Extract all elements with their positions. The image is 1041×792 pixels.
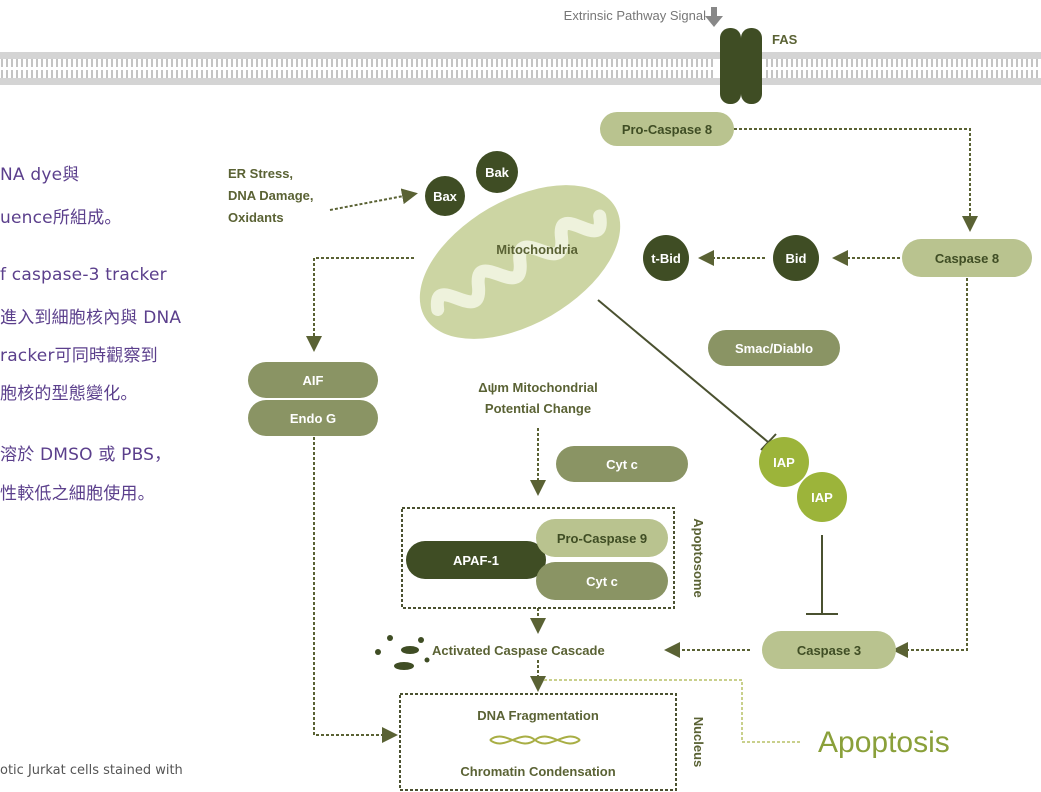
iap-label-1: IAP xyxy=(773,455,795,470)
chromatin-condensation-label: Chromatin Condensation xyxy=(460,764,615,779)
left-text-line-2: uence所組成。 xyxy=(0,208,122,228)
pro-caspase-9-label: Pro-Caspase 9 xyxy=(557,531,647,546)
activated-caspase-cascade-label: Activated Caspase Cascade xyxy=(432,643,605,658)
mitochondria-label: Mitochondria xyxy=(496,242,578,257)
figure-caption: otic Jurkat cells stained with xyxy=(0,763,183,778)
left-text-line-3: f caspase-3 tracker xyxy=(0,265,167,285)
oxidants-label: Oxidants xyxy=(228,210,284,225)
fas-label: FAS xyxy=(772,32,798,47)
apaf-1-label: APAF-1 xyxy=(453,553,499,568)
dna-helix-icon xyxy=(489,735,581,745)
smac-diablo-label: Smac/Diablo xyxy=(735,341,813,356)
cyt-c-complex-node xyxy=(536,562,668,600)
nucleus-label: Nucleus xyxy=(691,717,706,768)
extrinsic-signal-label: Extrinsic Pathway Signal xyxy=(564,8,706,23)
down-arrow-icon xyxy=(705,7,723,27)
apoptosis-label: Apoptosis xyxy=(818,726,950,759)
caspase-3-node xyxy=(762,631,896,669)
apaf-1-node xyxy=(406,541,546,579)
cyt-c-node xyxy=(556,446,688,482)
nucleus-box xyxy=(399,693,677,791)
aif-label: AIF xyxy=(303,373,324,388)
left-text-line-7: 溶於 DMSO 或 PBS， xyxy=(0,445,172,465)
caspase-3-label: Caspase 3 xyxy=(797,643,861,658)
cyt-c-label: Cyt c xyxy=(606,457,638,472)
bax-node xyxy=(425,176,465,216)
dotted-connectors xyxy=(306,128,978,743)
left-text-line-1: NA dye與 xyxy=(0,165,80,185)
endo-g-node xyxy=(248,400,378,436)
cell-membrane xyxy=(0,52,1041,85)
caspase-fragments-icon xyxy=(375,635,430,670)
mitochondria-organelle xyxy=(419,185,621,339)
pro-caspase-9-node xyxy=(536,519,668,557)
smac-diablo-node xyxy=(708,330,840,366)
t-bid-node xyxy=(643,235,689,281)
bak-node xyxy=(476,151,518,193)
caspase-8-label: Caspase 8 xyxy=(935,251,999,266)
iap-label-2: IAP xyxy=(811,490,833,505)
aif-node xyxy=(248,362,378,398)
er-stress-label: ER Stress, xyxy=(228,166,293,181)
apoptosis-connector xyxy=(544,679,802,743)
dna-damage-label: DNA Damage, xyxy=(228,188,313,203)
fas-receptor xyxy=(720,28,762,104)
t-bid-label: t-Bid xyxy=(651,251,681,266)
iap-node-1 xyxy=(759,437,809,487)
inhibition-bar xyxy=(760,433,777,451)
dna-fragmentation-label: DNA Fragmentation xyxy=(477,708,599,723)
cyt-c-complex-label: Cyt c xyxy=(586,574,618,589)
delta-psi-label-2: Potential Change xyxy=(485,401,591,416)
left-text-line-8: 性較低之細胞使用。 xyxy=(0,484,155,504)
bax-label: Bax xyxy=(433,189,458,204)
bak-label: Bak xyxy=(485,165,510,180)
caspase-8-node xyxy=(902,239,1032,277)
apoptosome-label: Apoptosome xyxy=(691,518,706,597)
pro-caspase-8-node: Pro-Caspase 8 xyxy=(600,112,734,146)
endo-g-label: Endo G xyxy=(290,411,336,426)
bid-node xyxy=(773,235,819,281)
left-text-line-5: racker可同時觀察到 xyxy=(0,346,158,366)
apoptosome-box xyxy=(401,507,675,609)
bid-label: Bid xyxy=(786,251,807,266)
iap-node-2 xyxy=(797,472,847,522)
pro-caspase-8-label: Pro-Caspase 8 xyxy=(622,122,712,137)
left-text-line-6: 胞核的型態變化。 xyxy=(0,384,138,404)
left-text-line-4: 進入到細胞核內與 DNA xyxy=(0,308,182,328)
inhibition-line xyxy=(597,299,769,443)
delta-psi-label-1: Δψm Mitochondrial xyxy=(478,380,598,395)
